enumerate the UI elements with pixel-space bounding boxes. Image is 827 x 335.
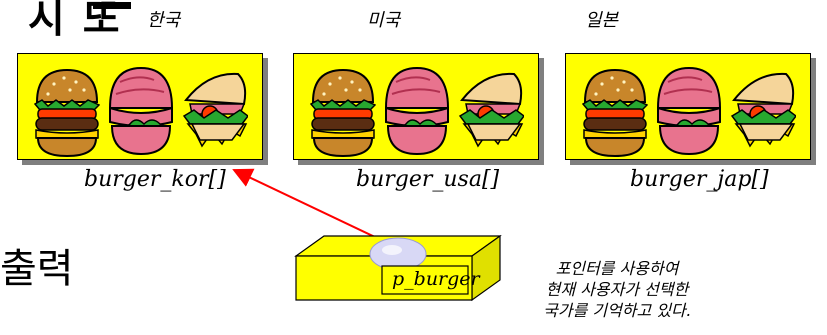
country-label-usa: 미국 (367, 10, 401, 31)
note-line-3: 국가를 기억하고 있다. (543, 301, 691, 320)
array-label-kor: burger_kor[] (84, 167, 226, 192)
pointer-explanation: 포인터를 사용하여 현재 사용자가 선택한 국가를 기억하고 있다. (492, 258, 742, 321)
corner-underline (93, 2, 131, 9)
country-label-korea: 한국 (147, 10, 181, 31)
pointer-variable-box[interactable] (288, 230, 508, 310)
pointer-label: p_burger (392, 268, 480, 290)
burger-array-panel-jap[interactable] (565, 53, 811, 160)
array-label-jap: burger_jap[] (630, 167, 769, 192)
country-label-japan: 일본 (585, 10, 619, 31)
array-label-usa: burger_usa[] (356, 167, 500, 192)
print-heading-fragment: 출력 (0, 246, 74, 292)
burger-array-panel-kor[interactable] (17, 53, 263, 160)
note-line-2: 현재 사용자가 선택한 (545, 280, 689, 299)
burger-array-panel-usa[interactable] (293, 53, 539, 160)
note-line-1: 포인터를 사용하여 (555, 259, 679, 278)
